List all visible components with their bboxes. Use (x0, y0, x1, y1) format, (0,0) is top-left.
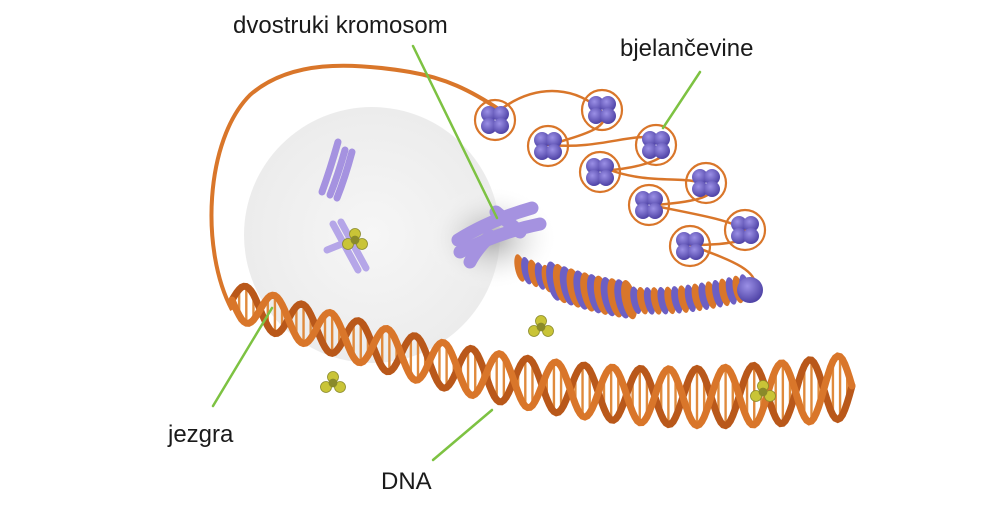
double-chromosome (451, 201, 547, 269)
histone-cluster-icon (684, 161, 728, 205)
label-dna: DNA (381, 468, 432, 495)
nucleus (244, 107, 500, 363)
dna-double-helix (228, 282, 856, 430)
pointer-lines (211, 44, 702, 462)
dna-loop-strand (209, 63, 502, 311)
pointer-nucleus (211, 306, 274, 408)
tetrahedral-molecule-icon (342, 228, 368, 250)
histone-cluster-icon (473, 98, 517, 142)
tetrahedral-molecule-icon (528, 315, 554, 337)
histone-cluster-icon (526, 124, 570, 168)
histone-groups (473, 88, 767, 268)
histone-cluster-icon (578, 150, 622, 194)
label-nucleus: jezgra (168, 421, 234, 448)
histone-cluster-icon (668, 224, 712, 268)
tetrahedral-molecule-icon (320, 371, 346, 393)
label-proteins: bjelančevine (620, 35, 754, 62)
histone-cluster-icon (723, 208, 767, 252)
chromatin-fiber (514, 254, 763, 320)
label-double-chromosome: dvostruki kromosom (233, 12, 448, 39)
tetrahedral-molecule-icon (750, 380, 776, 402)
pointer-dna (431, 408, 494, 462)
pointer-proteins (661, 70, 702, 130)
histone-cluster-icon (634, 123, 678, 167)
dna-strand-front (228, 291, 856, 430)
free-molecules (320, 228, 776, 402)
chromosome-small-top (318, 138, 356, 202)
histone-cluster-icon (580, 88, 624, 132)
pointer-chromosome (411, 44, 499, 220)
histone-cluster-icon (627, 183, 671, 227)
histone-cluster-icon (737, 277, 763, 303)
